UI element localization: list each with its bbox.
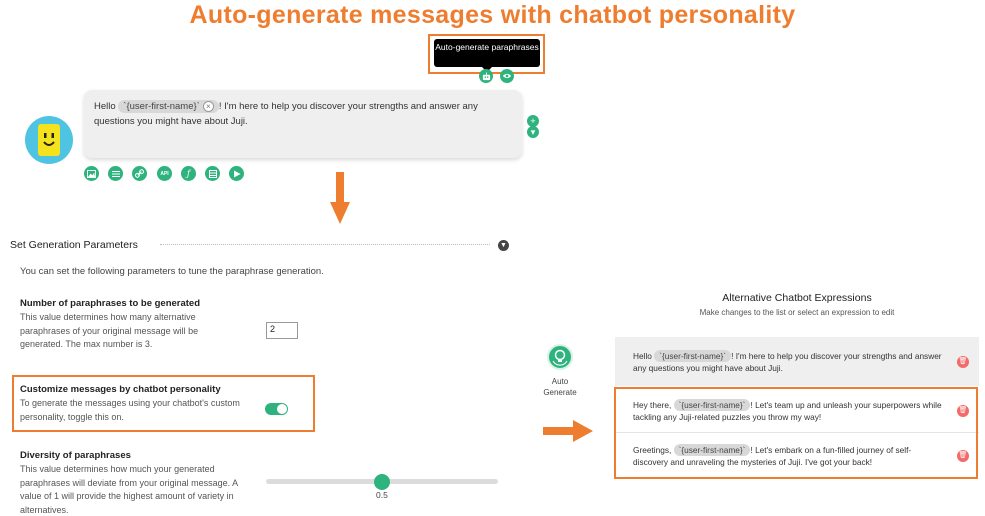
alternatives-title: Alternative Chatbot Expressions: [722, 292, 872, 304]
alt-text-after: ! I'm here to help you discover your str…: [633, 350, 942, 373]
toggle-knob: [277, 404, 287, 414]
list-icon[interactable]: [108, 166, 123, 181]
flow-arrow-right-icon: [543, 420, 593, 442]
auto-generate-label: Auto Generate: [543, 377, 577, 397]
message-text-before: Hello: [94, 101, 119, 112]
avatar-face: [38, 124, 60, 156]
robot-icon: [482, 71, 490, 80]
delete-icon[interactable]: 🗑: [957, 355, 969, 368]
variable-chip[interactable]: `{user-first-name}`×: [118, 100, 219, 113]
section-intro: You can set the following parameters to …: [20, 266, 324, 277]
alternative-expression-item[interactable]: Greetings, `{user-first-name}`! Let's em…: [615, 434, 979, 478]
chatbot-avatar: [25, 116, 73, 164]
auto-generate-paraphrase-button[interactable]: [479, 69, 493, 83]
message-editor[interactable]: Hello `{user-first-name}`×! I'm here to …: [84, 90, 522, 158]
param-diversity-title: Diversity of paraphrases: [20, 450, 131, 461]
alt-text-before: Hello: [633, 350, 655, 361]
alternatives-subtitle: Make changes to the list or select an ex…: [699, 308, 895, 317]
table-icon[interactable]: [205, 166, 220, 181]
page-heading: Auto-generate messages with chatbot pers…: [189, 1, 796, 29]
param-count-title: Number of paraphrases to be generated: [20, 298, 201, 309]
paraphrase-count-input[interactable]: 2: [266, 322, 298, 339]
alt-text-after: ! Let's embark on a fun-filled journey o…: [633, 445, 912, 467]
function-icon[interactable]: ƒ: [181, 166, 196, 181]
add-message-button[interactable]: +: [527, 115, 539, 127]
move-down-button[interactable]: ▾: [527, 126, 539, 138]
alternative-expression-item[interactable]: Hey there, `{user-first-name}`! Let's te…: [615, 389, 979, 433]
collapse-section-button[interactable]: ▼: [498, 240, 509, 251]
alt-text-after: ! Let's team up and unleash your superpo…: [633, 399, 942, 422]
eye-icon: [502, 73, 512, 79]
variable-chip: `{user-first-name}`: [654, 349, 732, 362]
alternative-text: Greetings, `{user-first-name}`! Let's em…: [633, 444, 945, 468]
alt-text-before: Greetings,: [633, 445, 674, 455]
generated-alternatives-highlight-box: [614, 387, 978, 479]
link-icon[interactable]: [132, 166, 147, 181]
flow-arrow-down-icon: [330, 172, 350, 224]
alt-text-before: Hey there,: [633, 399, 674, 410]
alternative-expression-item[interactable]: Hello `{user-first-name}`! I'm here to h…: [615, 337, 979, 386]
alternative-text: Hey there, `{user-first-name}`! Let's te…: [633, 398, 945, 423]
plus-icon: +: [530, 116, 536, 126]
lightbulb-icon: [552, 349, 568, 366]
message-text-after: ! I'm here to help you discover your str…: [94, 101, 478, 127]
diversity-slider-handle[interactable]: [374, 474, 390, 490]
api-icon[interactable]: API: [157, 166, 172, 181]
section-divider: [160, 244, 490, 245]
auto-generate-tooltip: Auto-generate paraphrases: [434, 39, 540, 72]
send-icon[interactable]: [229, 166, 244, 181]
param-personality-title: Customize messages by chatbot personalit…: [20, 384, 221, 395]
delete-icon[interactable]: 🗑: [957, 450, 969, 462]
chevron-down-icon: ▼: [500, 242, 507, 249]
delete-icon[interactable]: 🗑: [957, 404, 969, 417]
preview-button[interactable]: [500, 69, 514, 83]
chip-remove-icon[interactable]: ×: [202, 101, 214, 112]
param-count-desc: This value determines how many alternati…: [20, 312, 199, 349]
variable-chip: `{user-first-name}`: [673, 444, 751, 456]
chip-label: `{user-first-name}`: [123, 101, 200, 112]
auto-generate-button[interactable]: [547, 344, 573, 370]
chevron-down-icon: ▾: [530, 126, 536, 137]
alternative-text: Hello `{user-first-name}`! I'm here to h…: [633, 349, 945, 374]
variable-chip: `{user-first-name}`: [673, 398, 751, 411]
personality-highlight-box: [12, 375, 315, 432]
param-personality-desc: To generate the messages using your chat…: [20, 398, 240, 422]
image-icon[interactable]: [84, 166, 99, 181]
param-diversity-desc: This value determines how much your gene…: [20, 464, 238, 515]
section-title: Set Generation Parameters: [10, 239, 138, 251]
personality-toggle[interactable]: [265, 403, 288, 415]
diversity-value: 0.5: [376, 490, 388, 500]
